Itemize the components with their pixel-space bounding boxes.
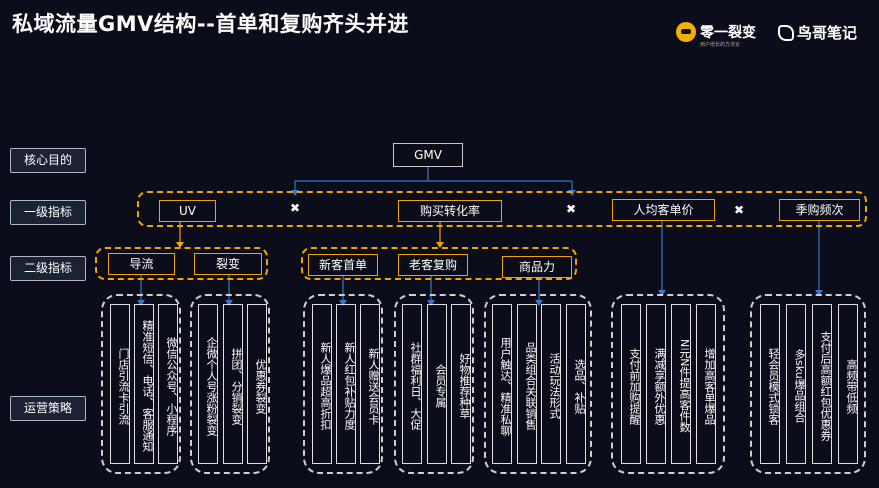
strategy-item: 社群福利日、大促: [402, 304, 422, 464]
brand2-name: 鸟哥笔记: [797, 24, 858, 42]
strategy-item: 企微个人号涨粉裂变: [198, 304, 218, 464]
strategy-item: 支付后高额红包优惠券: [812, 304, 832, 464]
strategy-card-product: [484, 294, 592, 474]
level2-frame-conversion: [301, 247, 577, 280]
node-new-first: 新客首单: [308, 254, 378, 276]
node-fission: 裂变: [194, 253, 262, 275]
strategy-item: 会员专属: [427, 304, 447, 464]
brand1-name: 零一裂变: [700, 25, 756, 41]
strategy-item: 优惠券裂变: [247, 304, 267, 464]
strategy-card-aov: [611, 294, 725, 474]
multiply-icon: ✖: [290, 201, 301, 215]
strategy-item: 轻会员模式锁客: [760, 304, 780, 464]
strategy-item: 用户触达、精准私聊: [492, 304, 512, 464]
strategy-item: 新人爆品超高折扣: [312, 304, 332, 464]
strategy-card-new-first: [303, 294, 383, 474]
multiply-icon: ✖: [734, 203, 745, 217]
node-traffic: 导流: [108, 253, 175, 275]
strategy-item: 新人红包补贴力度: [336, 304, 356, 464]
level1-frame: [137, 191, 867, 227]
strategy-item: 拼团、分销裂变: [223, 304, 243, 464]
strategy-item: 品类组合关联销售: [517, 304, 537, 464]
level2-frame-uv: [95, 247, 268, 280]
page-title: 私域流量GMV结构--首单和复购齐头并进: [12, 12, 409, 36]
strategy-item: 微信公众号、小程序: [158, 304, 178, 464]
node-uv: UV: [159, 200, 216, 222]
brand1-subtitle: 用户增长的方法论: [700, 42, 741, 48]
node-product: 商品力: [502, 256, 572, 278]
strategy-item: 活动玩法形式: [541, 304, 561, 464]
strategy-card-fission: [190, 294, 270, 474]
row-label-goal: 核心目的: [10, 148, 86, 173]
strategy-card-traffic: [101, 294, 181, 474]
strategy-item: 选品、补贴: [566, 304, 586, 464]
strategy-item: 增加高客单爆品: [696, 304, 716, 464]
strategy-card-frequency: [750, 294, 866, 474]
node-frequency: 季购频次: [779, 199, 860, 221]
row-label-level1: 一级指标: [10, 200, 86, 225]
strategy-item: 好物推荐种草: [451, 304, 471, 464]
strategy-item: 支付前加购提醒: [621, 304, 641, 464]
strategy-item: 满减享额外优惠: [646, 304, 666, 464]
niaoge-logo-icon: [778, 24, 794, 41]
strategy-item: 新人赠送会员卡: [360, 304, 380, 464]
strategy-item: 多sku爆品组合: [786, 304, 806, 464]
multiply-icon: ✖: [566, 202, 577, 216]
strategy-item: 精准短信、电话、客服通知: [134, 304, 154, 464]
lingyi-logo-icon: [676, 22, 696, 42]
strategy-card-old-repurchase: [394, 294, 474, 474]
strategy-item: 高频带低频: [838, 304, 858, 464]
node-old-repurchase: 老客复购: [398, 254, 468, 276]
strategy-item: N元N件提高客件数: [671, 304, 691, 464]
strategy-item: 门店引流卡引流: [110, 304, 130, 464]
brand-lingyi: 零一裂变 用户增长的方法论: [676, 22, 756, 48]
brand-niaoge: 鸟哥笔记: [778, 22, 857, 43]
node-aov: 人均客单价: [612, 199, 715, 221]
row-label-ops: 运营策略: [10, 396, 86, 421]
row-label-level2: 二级指标: [10, 256, 86, 281]
gmv-node: GMV: [393, 143, 463, 167]
node-conversion: 购买转化率: [398, 200, 502, 222]
